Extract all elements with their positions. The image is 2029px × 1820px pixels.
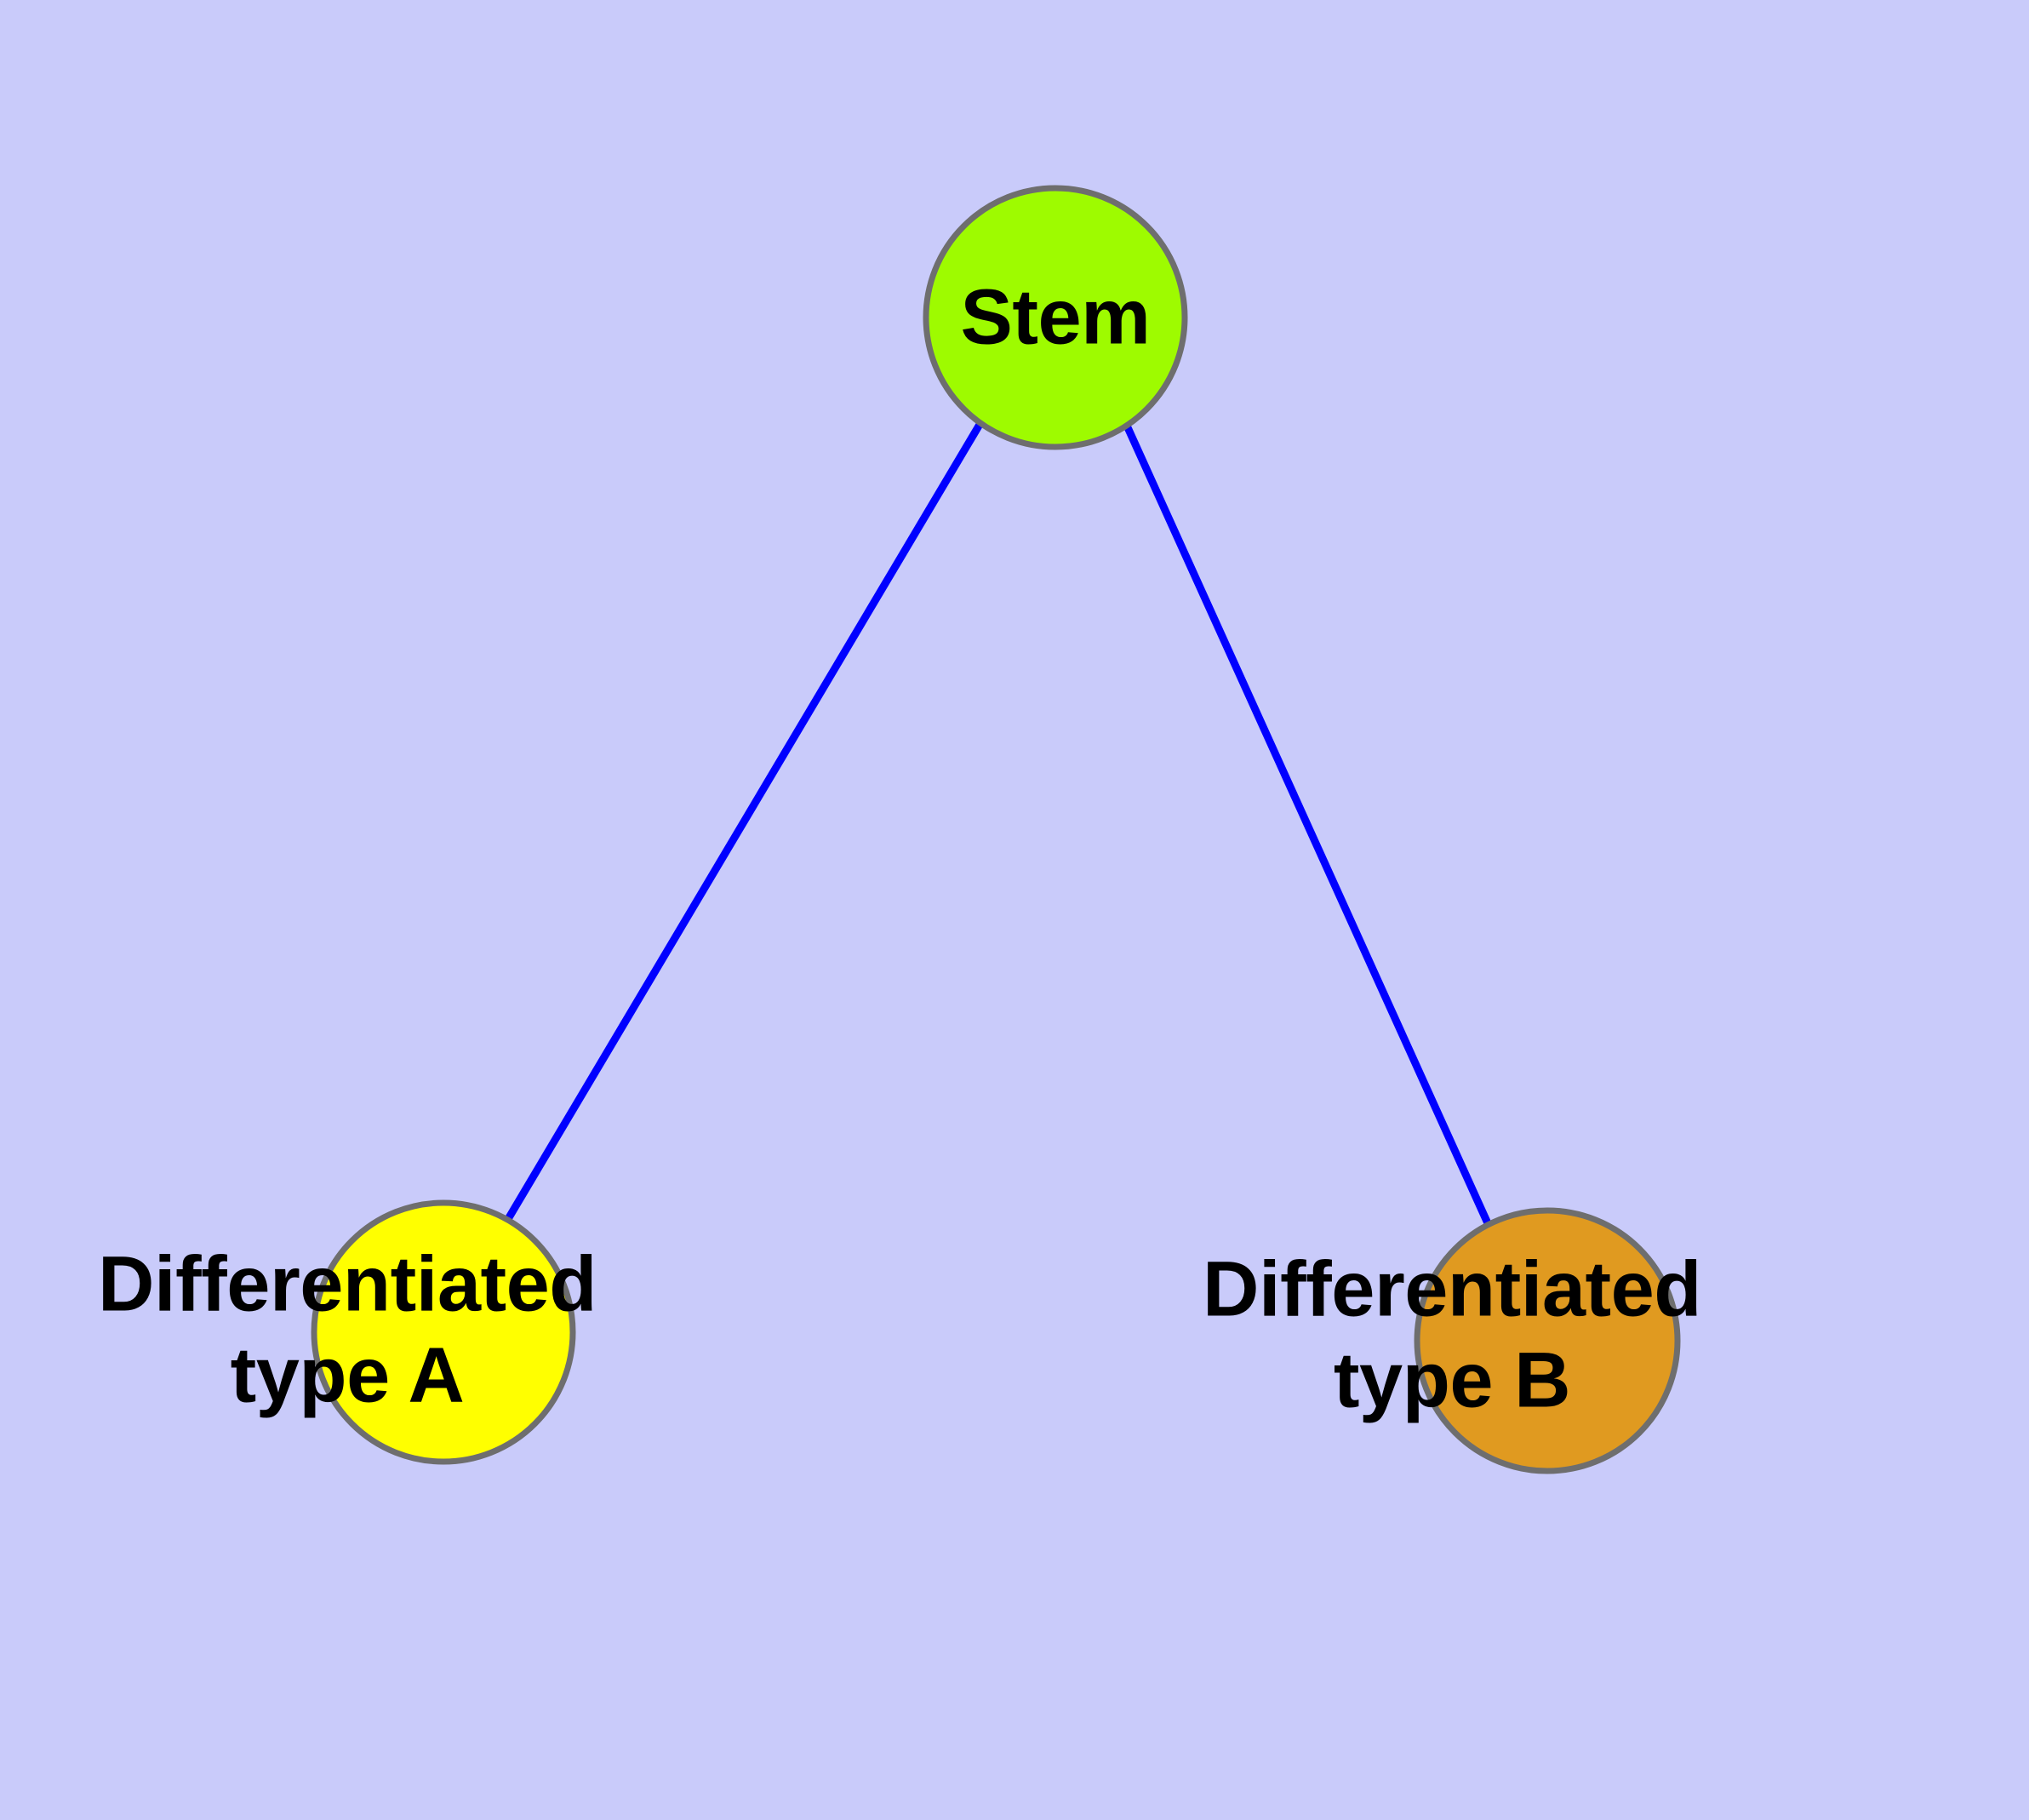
edge-stem-to-diff-a[interactable] xyxy=(505,421,984,1222)
node-stem[interactable] xyxy=(923,185,1188,450)
edge-layer xyxy=(505,421,1492,1225)
node-differentiated-type-b[interactable] xyxy=(1414,1207,1681,1474)
node-layer xyxy=(311,185,1681,1474)
edge-stem-to-diff-b[interactable] xyxy=(1123,424,1492,1225)
node-differentiated-type-a[interactable] xyxy=(311,1199,576,1465)
